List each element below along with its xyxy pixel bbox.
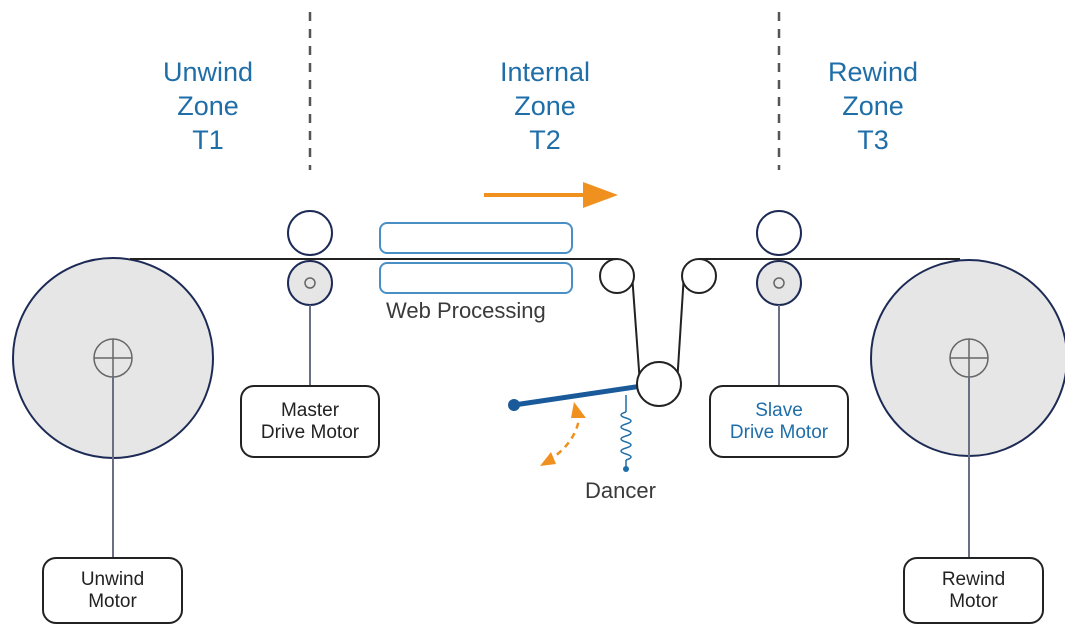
unwind-motor-box: Unwind Motor xyxy=(42,557,183,624)
dancer-pivot xyxy=(508,399,520,411)
master-nip-roller-top xyxy=(287,210,333,256)
dancer-roller xyxy=(636,361,682,407)
zone-title-line: Zone xyxy=(842,91,904,121)
crosshair-circle-icon xyxy=(949,338,989,378)
motor-label-line: Master xyxy=(280,399,340,421)
dancer-label: Dancer xyxy=(585,478,656,503)
slave-drive-motor-box: Slave Drive Motor xyxy=(709,385,849,458)
zone-title-line: Internal xyxy=(499,57,591,87)
motor-label-line: Motor xyxy=(88,590,137,612)
web-path xyxy=(130,258,960,385)
master-drive-motor-box: Master Drive Motor xyxy=(240,385,380,458)
processing-unit-bottom xyxy=(379,262,573,294)
dancer-motion-arrow-icon xyxy=(540,402,586,466)
processing-unit-top xyxy=(379,222,573,254)
zone-title-line: Zone xyxy=(177,91,239,121)
arrow-right-icon xyxy=(484,182,618,208)
idler-roller-left xyxy=(599,258,635,294)
zone-title-line: Rewind xyxy=(827,57,919,87)
unwind-roll xyxy=(12,257,214,459)
zone-title-line: T3 xyxy=(857,125,889,155)
rewind-motor-box: Rewind Motor xyxy=(903,557,1044,624)
rewind-roll xyxy=(870,259,1065,457)
dancer-spring xyxy=(620,395,632,467)
motor-label-line: Rewind xyxy=(941,568,1006,590)
idler-roller-right xyxy=(681,258,717,294)
web-processing-label: Web Processing xyxy=(386,298,546,323)
zone-title-internal: Internal Zone T2 xyxy=(455,55,635,157)
dancer-anchor xyxy=(623,466,629,472)
zone-title-rewind: Rewind Zone T3 xyxy=(783,55,963,157)
master-drive-roller xyxy=(287,260,333,306)
slave-nip-roller-top xyxy=(756,210,802,256)
motor-label-line: Slave xyxy=(755,399,803,421)
zone-title-line: Unwind xyxy=(162,57,254,87)
motor-label-line: Unwind xyxy=(80,568,145,590)
motor-label-line: Drive Motor xyxy=(260,421,360,443)
zone-title-line: Zone xyxy=(514,91,576,121)
slave-drive-roller xyxy=(756,260,802,306)
zone-title-line: T2 xyxy=(529,125,561,155)
crosshair-circle-icon xyxy=(93,338,133,378)
motor-label-line: Motor xyxy=(949,590,998,612)
motor-label-line: Drive Motor xyxy=(729,421,829,443)
zone-title-unwind: Unwind Zone T1 xyxy=(118,55,298,157)
zone-title-line: T1 xyxy=(192,125,224,155)
